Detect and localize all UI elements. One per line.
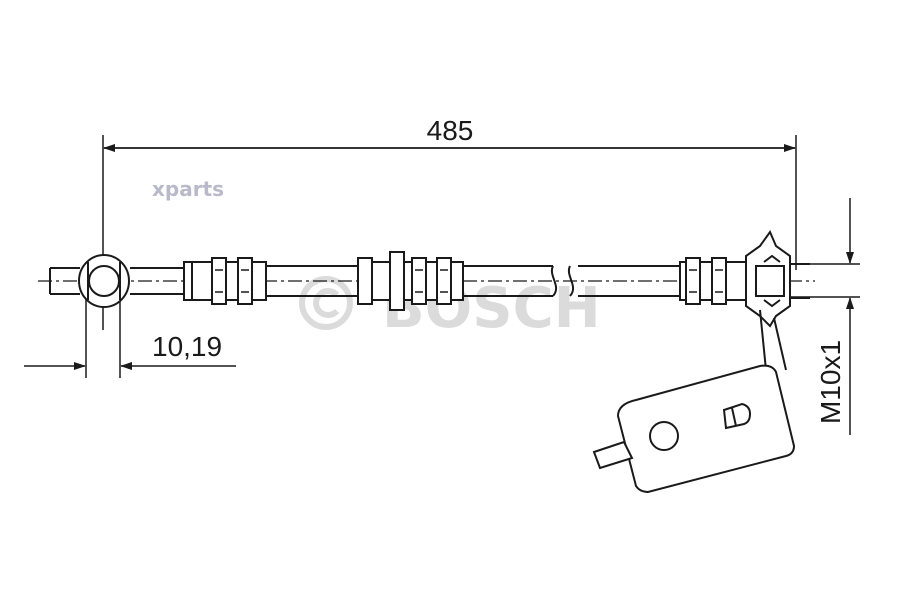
copyright-icon	[299, 276, 353, 330]
crimp-sleeve-middle	[357, 251, 464, 311]
bosch-watermark	[299, 276, 353, 330]
thread-label: M10x1	[815, 340, 846, 424]
banjo-fitting	[49, 254, 130, 308]
threaded-end-fitting	[745, 229, 810, 328]
crimp-sleeve-right	[679, 257, 747, 305]
bore-label: 10,19	[152, 331, 222, 362]
crimp-sleeve-left	[183, 257, 267, 305]
length-label: 485	[427, 115, 474, 146]
mounting-bracket	[592, 309, 796, 494]
hose-body	[130, 265, 680, 297]
bore-dimension	[24, 290, 236, 378]
xparts-watermark-text: xparts	[152, 177, 224, 201]
length-dimension	[102, 135, 797, 330]
